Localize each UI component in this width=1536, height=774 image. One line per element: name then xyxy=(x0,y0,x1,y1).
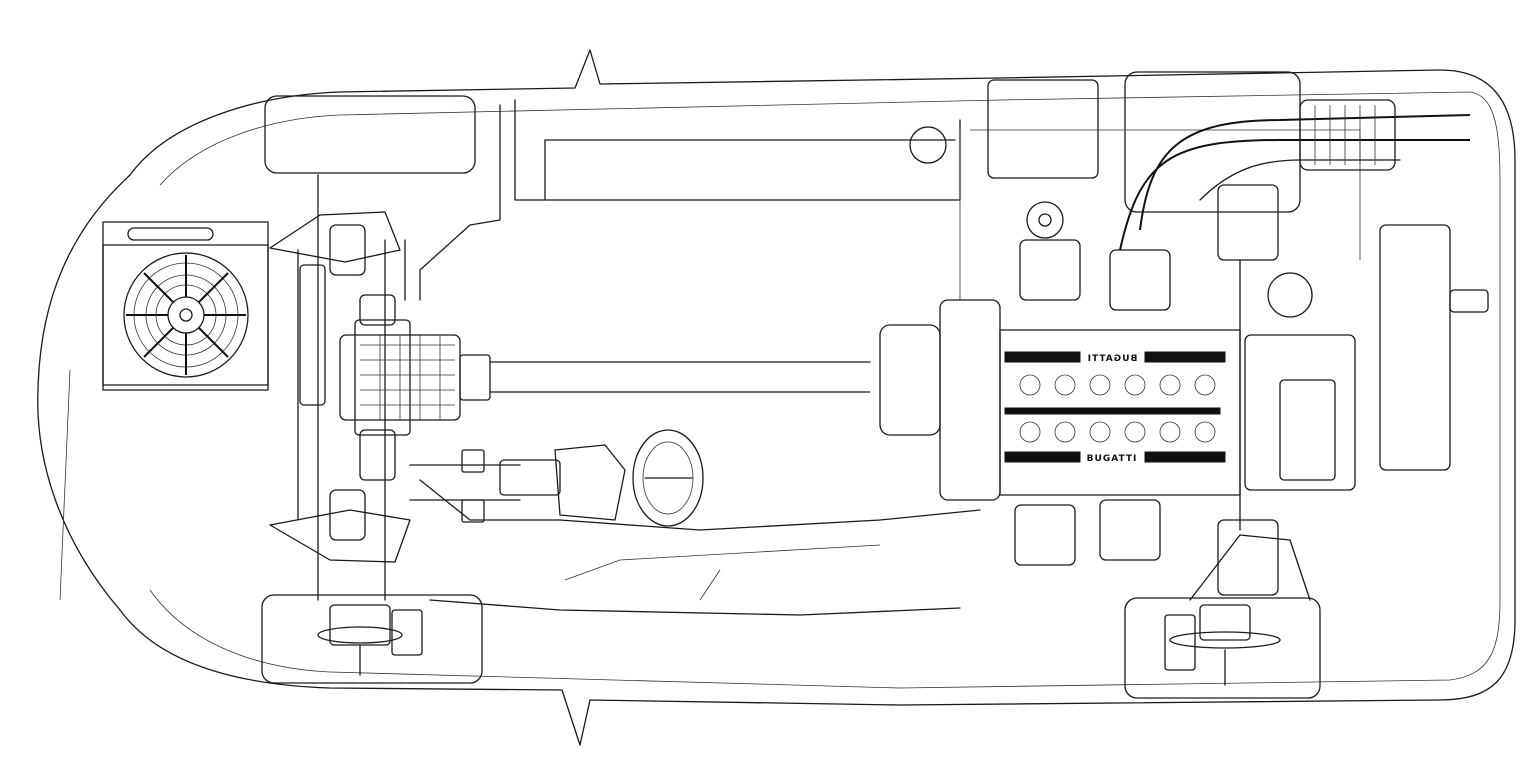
front-wheel-top xyxy=(264,95,476,174)
v12-engine: BUGATTI BUGATTI xyxy=(879,201,1241,566)
driveshaft xyxy=(489,361,871,393)
rear-wheel-bottom xyxy=(1124,597,1321,699)
rear-wheel-top xyxy=(1124,71,1301,213)
steering-wheel xyxy=(554,429,704,527)
pedal-box xyxy=(409,449,561,523)
chassis-frame xyxy=(419,99,1361,616)
front-wheel-bottom xyxy=(261,594,483,684)
gearbox xyxy=(1244,224,1489,491)
rear-suspension xyxy=(1189,184,1311,601)
engine-label-bottom: BUGATTI xyxy=(1087,454,1138,464)
radiator-fan xyxy=(102,221,269,391)
body-outline xyxy=(37,49,1516,746)
front-differential xyxy=(339,294,491,481)
exhaust-manifold xyxy=(987,79,1471,251)
front-suspension xyxy=(269,174,411,601)
engine-label-top: BUGATTI xyxy=(1087,354,1138,364)
